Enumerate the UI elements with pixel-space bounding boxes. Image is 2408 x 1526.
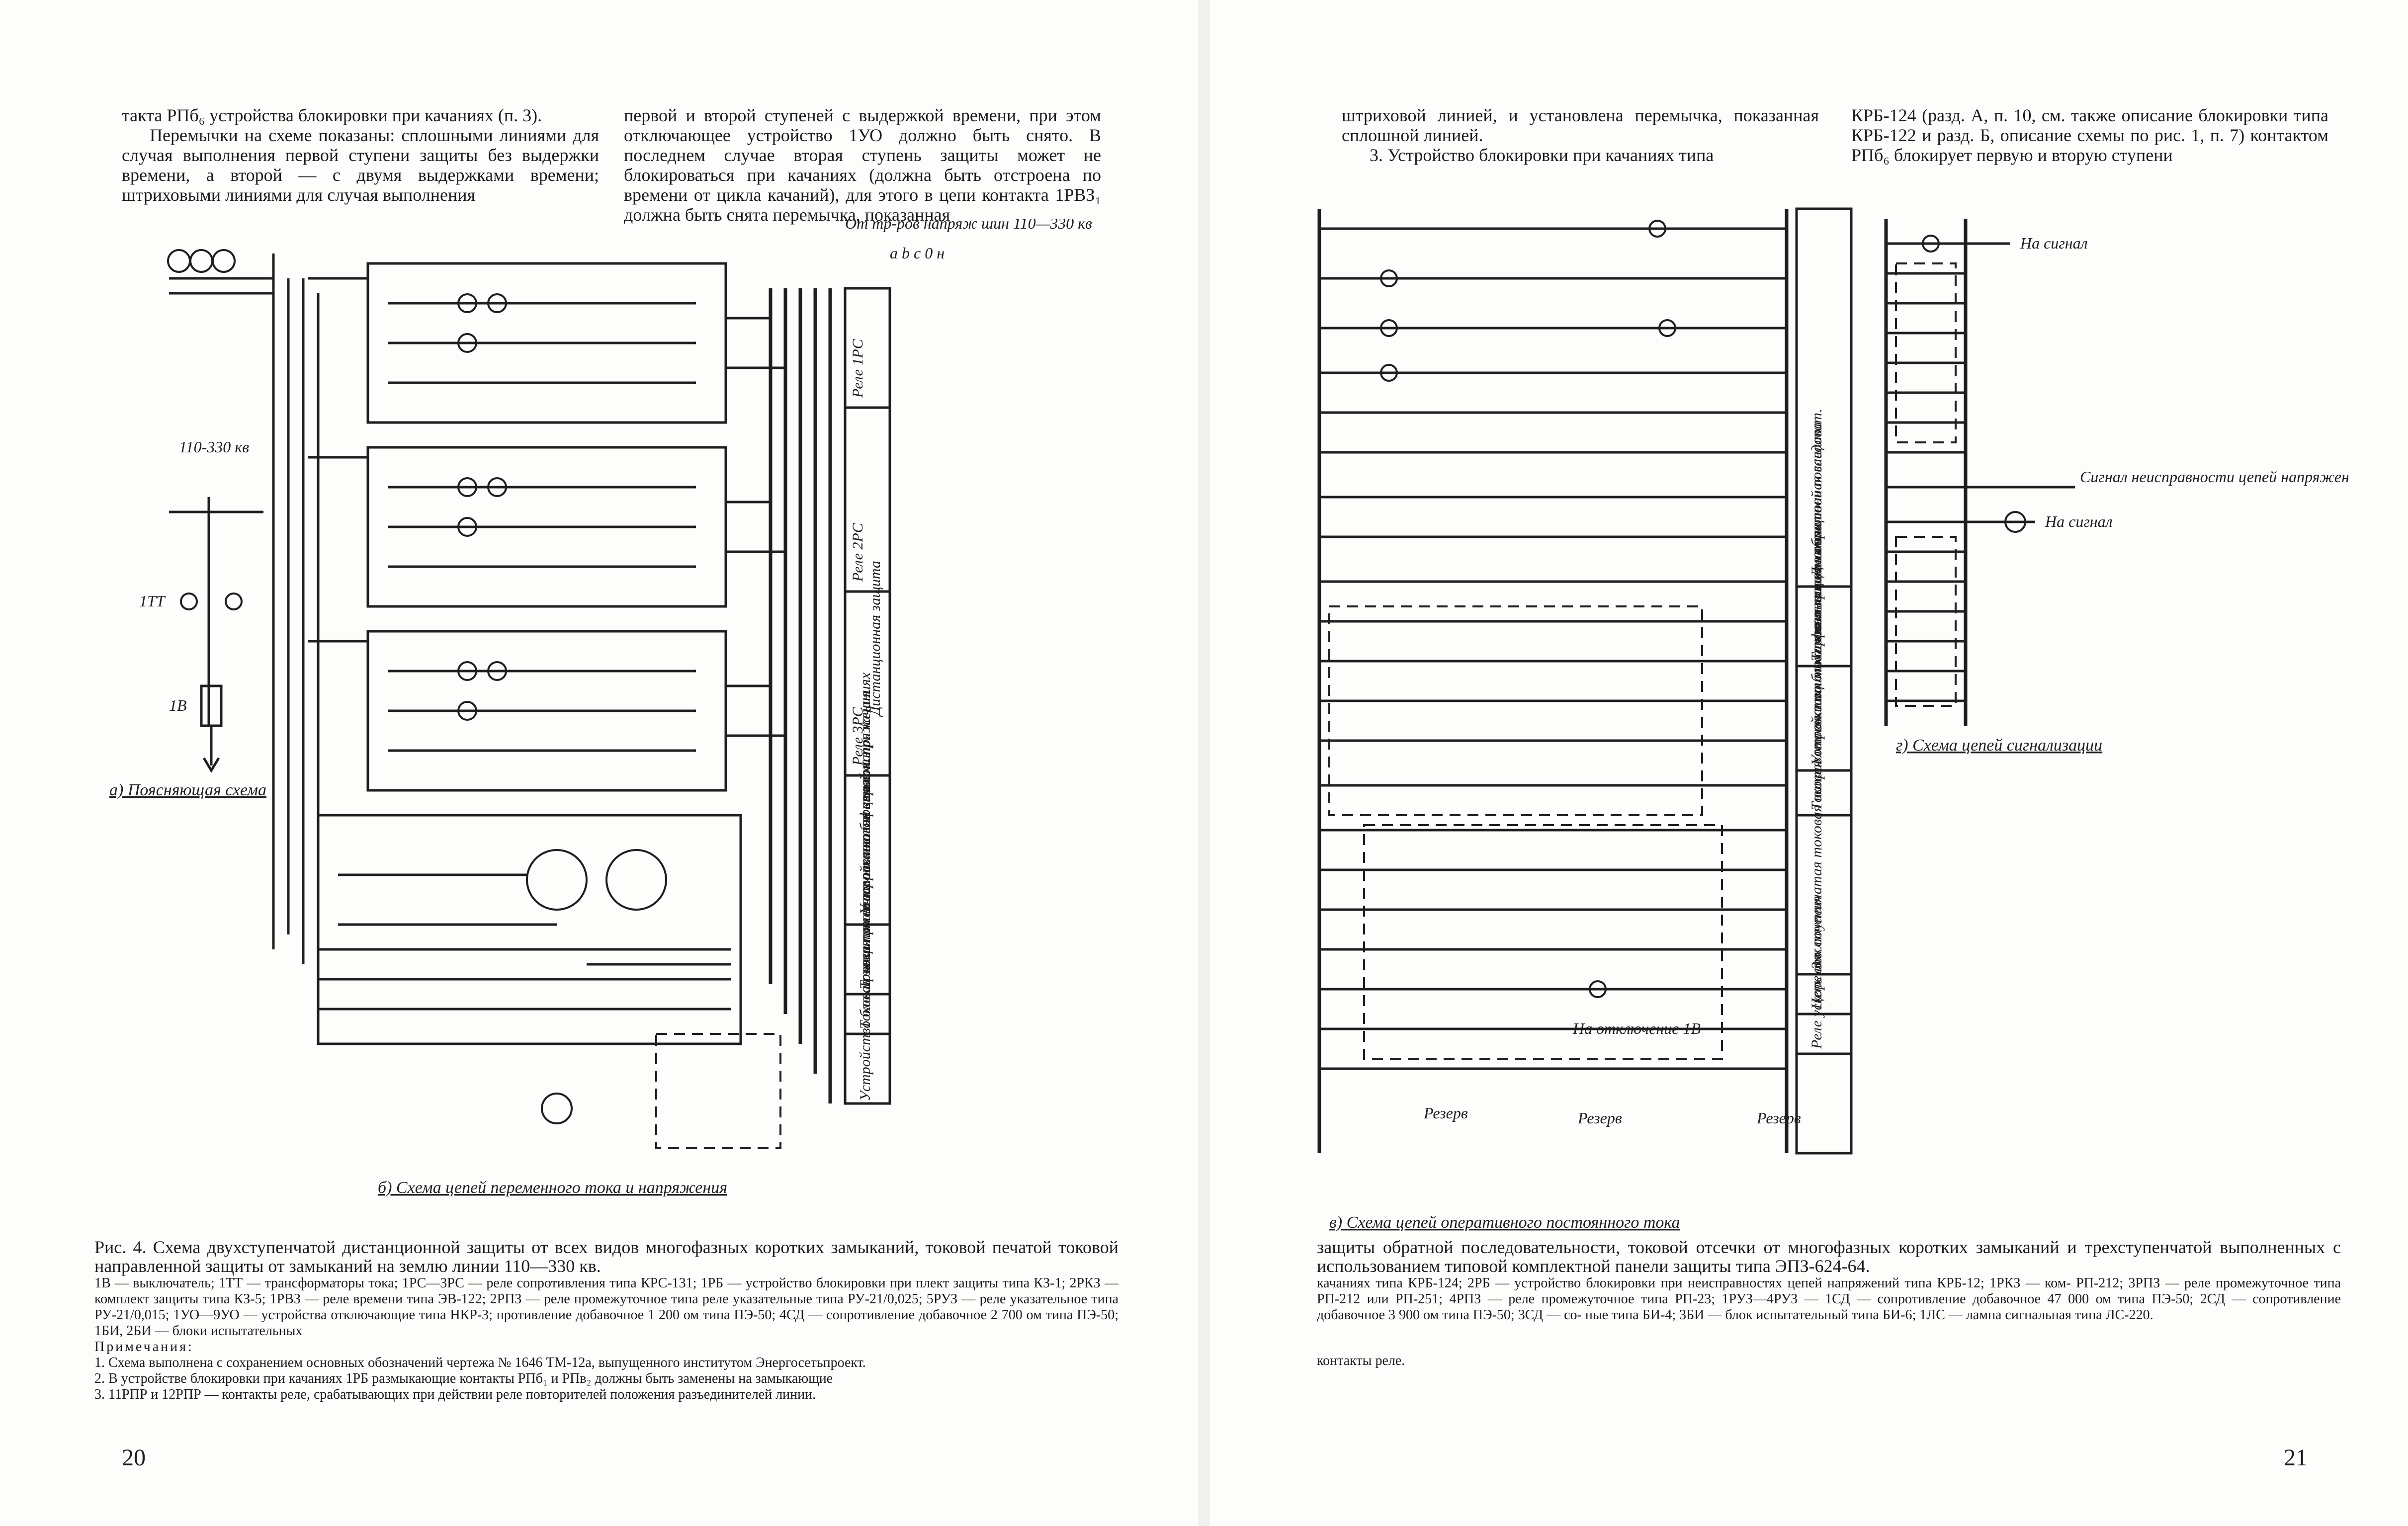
paragraph: штриховой линией, и установлена перемычк… — [1342, 105, 1819, 145]
book-gutter — [1198, 0, 1210, 1526]
side-label: Токовая защита от замыкании на землю — [857, 769, 873, 1029]
schematic-label: 110-330 кв — [179, 438, 249, 456]
schematic-label: Резерв — [1423, 1104, 1468, 1122]
right-text-column-1: штриховой линией, и установлена перемычк… — [1342, 105, 1819, 165]
page-number: 21 — [2284, 1444, 2308, 1471]
left-figure-caption: Рис. 4. Схема двухступенчатой дистанцион… — [94, 1238, 1118, 1403]
left-text-column-1: такта РПб₆ устройства блокировки при кач… — [122, 105, 599, 205]
schematic-label: От тр-ров напряж шин 110—330 кв — [845, 219, 1092, 232]
sublabel-b: б) Схема цепей переменного тока и напряж… — [378, 1179, 727, 1197]
schematic-ac-circuits: От тр-ров напряж шин 110—330 кв a b c 0 … — [109, 219, 1109, 1203]
side-label: Токовая отсечка от многофазных к.з — [857, 752, 873, 989]
side-label: Токовая отсечка от многофазных к.з — [1808, 573, 1825, 810]
side-label: Токовая защита обратной последоват. — [1808, 409, 1825, 661]
caption-legend: 1В — выключатель; 1ТТ — трансформаторы т… — [94, 1275, 1118, 1339]
schematic-label: 1ТТ — [139, 592, 166, 610]
schematic-label: Резерв — [1577, 1109, 1622, 1127]
side-label: Цепь отключения — [1808, 896, 1825, 1010]
caption-tail: контакты реле. — [1317, 1353, 1405, 1368]
side-label: Устройство блокировки при неисправностях… — [857, 691, 873, 1101]
paragraph: Перемычки на схеме показаны: сплошными л… — [122, 125, 599, 205]
notes-title: Примечания: — [94, 1339, 194, 1355]
right-page: штриховой линией, и установлена перемычк… — [1210, 0, 2408, 1526]
schematic-label: На сигнал — [2045, 512, 2113, 530]
schematic-label: Сигнал неисправности цепей напряжения — [2080, 468, 2348, 486]
sublabel-a: а) Поясняющая схема — [109, 781, 266, 799]
left-page: такта РПб₆ устройства блокировки при кач… — [0, 0, 1198, 1526]
side-label: Реле 2РС — [850, 522, 866, 582]
side-label: Реле 1РС — [850, 339, 866, 398]
schematic-dc-circuits: в) Схема цепей оперативного постоянного … — [1299, 189, 2348, 1248]
schematic-dc-svg: в) Схема цепей оперативного постоянного … — [1317, 207, 2348, 1232]
left-text-column-2: первой и второй ступеней с выдержкой вре… — [624, 105, 1101, 225]
sublabel-g: г) Схема цепей сигнализации — [1896, 736, 2102, 755]
note: 2. В устройстве блокировки при качаниях … — [94, 1371, 833, 1386]
side-label: Устройство блокировки при качаниях — [857, 672, 873, 915]
caption-title: Рис. 4. Схема двухступенчатой дистанцион… — [94, 1237, 1118, 1276]
caption-title: защиты обратной последовательности, токо… — [1317, 1237, 2341, 1276]
side-label: 3-х ступенчатая токовая направленная защ… — [1808, 506, 1825, 970]
side-label: Дистанционная защита — [1808, 422, 1825, 578]
schematic-label: a b c 0 н — [890, 244, 945, 262]
paragraph: 3. Устройство блокировки при качаниях ти… — [1370, 145, 1714, 165]
side-label: Дистанционная защита — [867, 561, 883, 717]
note: 3. 11РПР и 12РПР — контакты реле, срабат… — [94, 1387, 816, 1402]
right-figure-caption: защиты обратной последовательности, токо… — [1317, 1238, 2341, 1369]
page-number: 20 — [122, 1444, 146, 1471]
sublabel-v: в) Схема цепей оперативного постоянного … — [1329, 1213, 1680, 1232]
schematic-label: Резерв — [1756, 1109, 1801, 1127]
paragraph: такта РПб₆ устройства блокировки при кач… — [122, 105, 542, 125]
side-label: Реле ускорения — [1808, 954, 1825, 1049]
schematic-ac-svg: От тр-ров напряж шин 110—330 кв a b c 0 … — [109, 219, 1092, 1197]
paragraph: КРБ-124 (разд. А, п. 10, см. также описа… — [1851, 105, 2328, 165]
schematic-label: На отключение 1В — [1572, 1019, 1701, 1037]
caption-legend: качаниях типа КРБ-124; 2РБ — устройство … — [1317, 1275, 2341, 1323]
note: 1. Схема выполнена с сохранением основны… — [94, 1355, 866, 1370]
paragraph: первой и второй ступеней с выдержкой вре… — [624, 105, 1101, 225]
schematic-label: На сигнал — [2020, 234, 2088, 252]
schematic-label: 1В — [169, 696, 187, 714]
right-text-column-2: КРБ-124 (разд. А, п. 10, см. также описа… — [1851, 105, 2328, 165]
side-label: Реле 3РС — [850, 706, 866, 766]
side-label: Устройство блокировки при качаниях — [1808, 523, 1825, 765]
